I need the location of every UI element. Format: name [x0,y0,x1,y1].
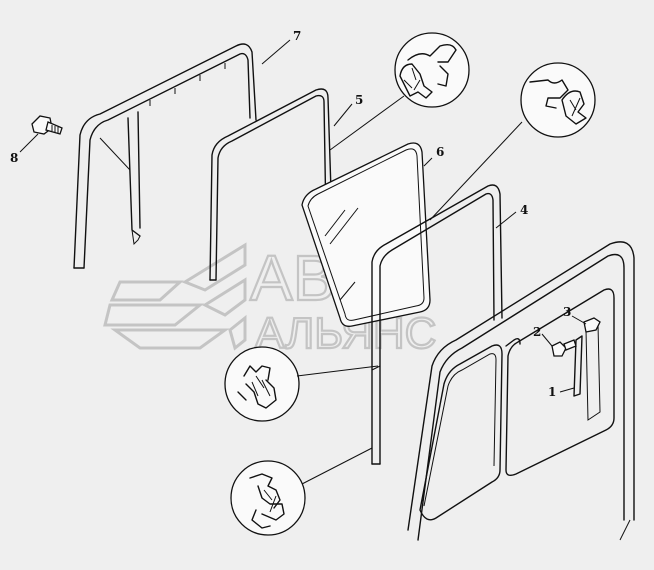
molding-part-1 [573,335,583,397]
callout-4: 4 [520,203,528,217]
callout-7: 7 [293,29,301,43]
callout-3: 3 [563,305,571,319]
leader-line-6 [423,157,433,167]
leader-line-detail-c [296,365,379,377]
frame-part-7 [73,43,257,269]
detail-section-upper-seal [394,32,470,108]
callout-5: 5 [355,93,363,107]
callout-1: 1 [548,385,556,399]
detail-section-lower-seal [230,460,306,536]
seal-part-4 [371,184,503,465]
cab-body [407,241,635,541]
seal-part-5 [209,88,333,281]
leader-line-5 [333,103,353,127]
callout-2: 2 [533,325,541,339]
leader-line-detail-d [301,447,373,485]
callout-6: 6 [436,145,444,159]
glass-part-6 [301,142,431,327]
leader-line-8 [19,133,39,153]
leader-line-1 [559,387,575,393]
leader-line-3 [571,315,587,325]
screw-part-2 [551,339,577,357]
leader-line-2 [541,333,553,347]
callout-8: 8 [10,151,18,165]
leader-line-4 [495,211,517,229]
leader-line-7 [261,39,291,65]
clip-part-3 [583,317,601,333]
detail-section-right-seal [520,62,596,138]
bolt-part-8 [31,115,63,135]
detail-section-lower-left-seal [224,346,300,422]
leader-line-detail-b [429,121,523,221]
leader-line-detail-a [329,95,405,151]
